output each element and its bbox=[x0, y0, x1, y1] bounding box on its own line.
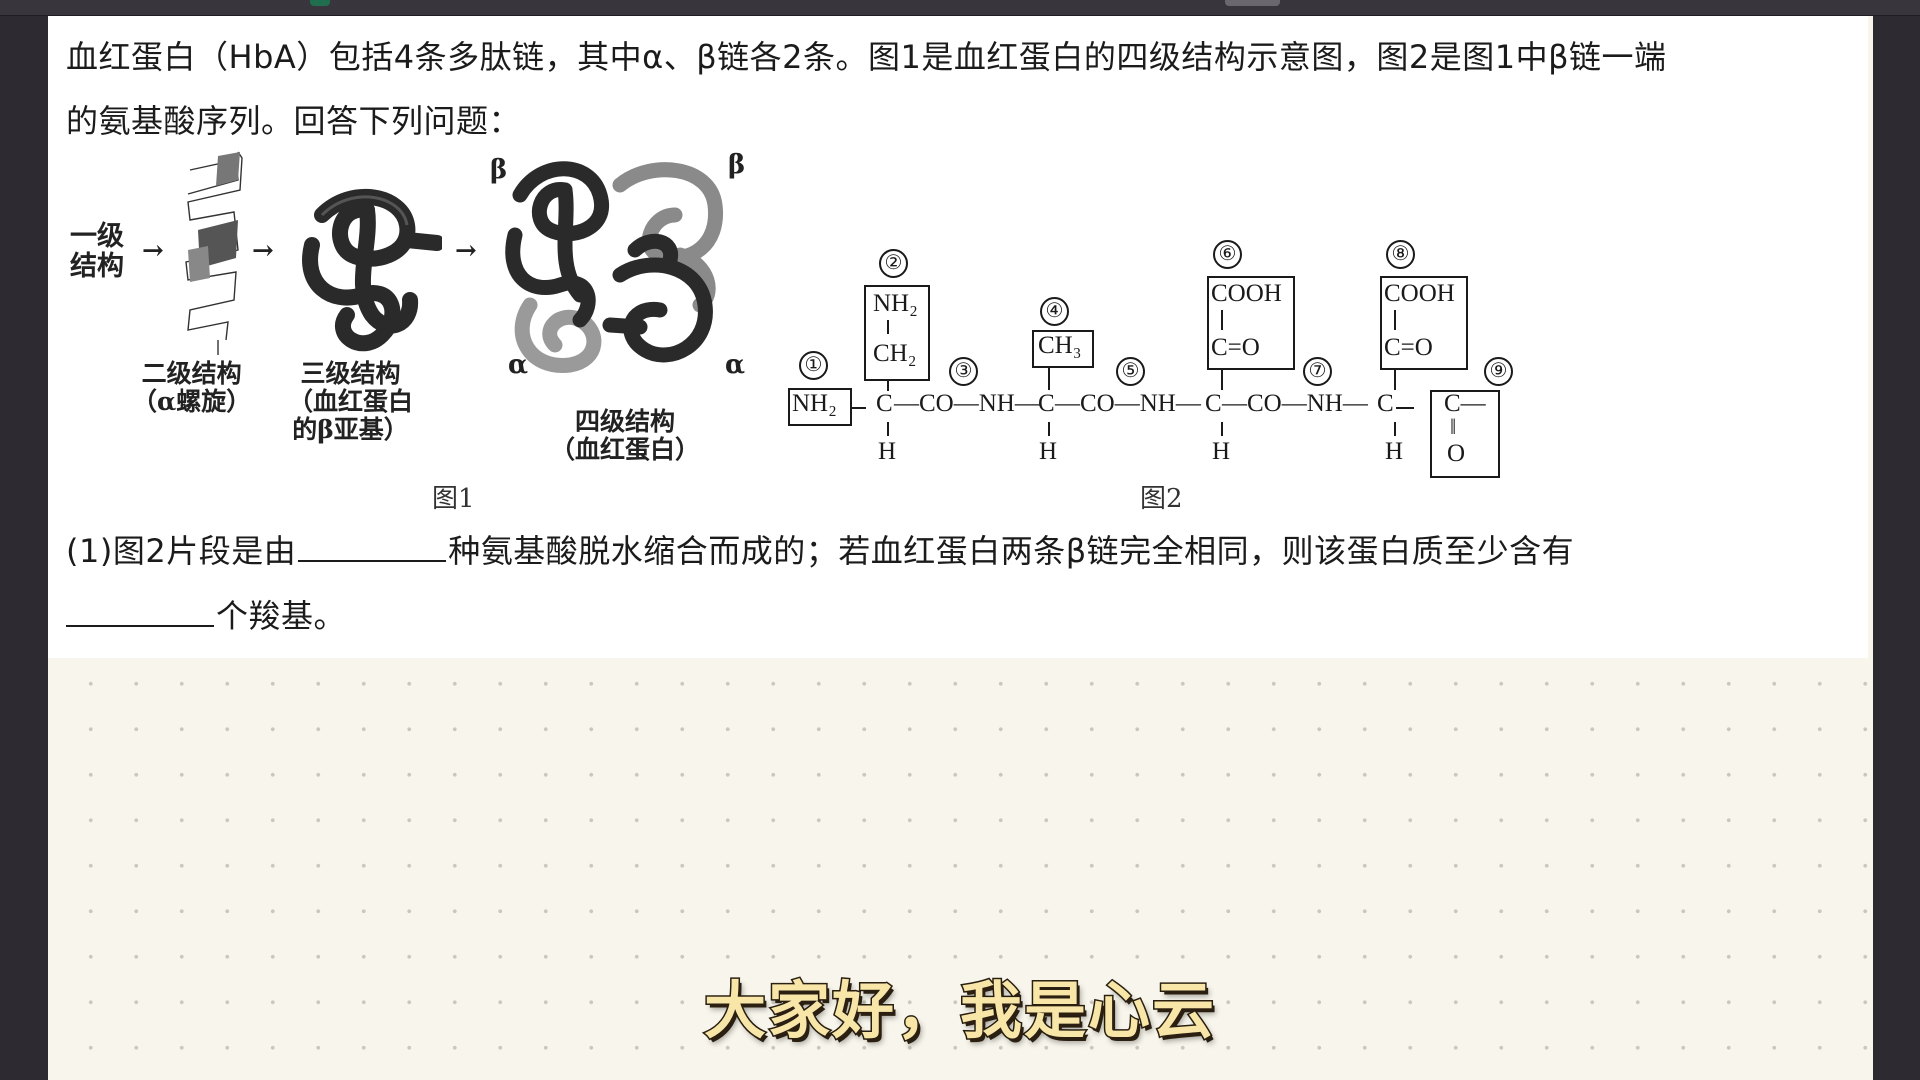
bond bbox=[1396, 407, 1414, 409]
window-top-bar bbox=[0, 0, 1920, 16]
marker-5: ⑤ bbox=[1116, 357, 1145, 386]
marker-8: ⑧ bbox=[1386, 240, 1415, 269]
video-subtitle: 大家好，我是心云 bbox=[702, 973, 1216, 1049]
marker-9: ⑨ bbox=[1484, 357, 1513, 386]
group-8-cooh: COOH bbox=[1384, 280, 1455, 307]
bond bbox=[887, 422, 889, 436]
group-4-box bbox=[1032, 330, 1094, 368]
label-secondary-structure: 二级结构（α螺旋） bbox=[132, 359, 252, 416]
group-6-box bbox=[1207, 276, 1295, 370]
marker-6: ⑥ bbox=[1213, 240, 1242, 269]
chain-label-alpha-right: α bbox=[725, 350, 746, 380]
figure-1-caption: 图1 bbox=[432, 484, 475, 514]
hydrogen-2: H bbox=[1039, 438, 1058, 465]
group-9-c: C— bbox=[1444, 390, 1486, 417]
group-1-box bbox=[788, 388, 852, 426]
bond bbox=[1221, 370, 1223, 390]
label-tertiary-structure: 三级结构（血红蛋白的β亚基） bbox=[288, 359, 414, 444]
chain-label-beta-left: β bbox=[490, 155, 508, 185]
question-1-line-1: (1)图2片段是由 种氨基酸脱水缩合而成的；若血红蛋白两条β链完全相同，则该蛋白质… bbox=[66, 526, 1574, 572]
figure-2-caption: 图2 bbox=[1140, 484, 1183, 514]
figure-2: ① NH₂ C ② NH₂ CH₂ H ③ —CO—NH— C ④ CH₃ H … bbox=[780, 230, 1520, 514]
carbon-1: C bbox=[876, 390, 893, 417]
top-bar-indicator bbox=[310, 0, 330, 6]
marker-2: ② bbox=[879, 249, 908, 278]
carbon-2: C bbox=[1038, 390, 1055, 417]
chain-label-beta-right: β bbox=[728, 150, 746, 180]
bond bbox=[1394, 370, 1396, 390]
hydrogen-1: H bbox=[878, 438, 897, 465]
answer-blank-1[interactable] bbox=[298, 530, 447, 562]
marker-4: ④ bbox=[1040, 297, 1069, 326]
chain-label-alpha-left: α bbox=[508, 350, 529, 380]
group-1-nh2: NH₂ bbox=[792, 390, 837, 417]
alpha-helix-illustration bbox=[185, 151, 243, 355]
group-2-nh2: NH₂ bbox=[873, 290, 918, 317]
label-quaternary-structure: 四级结构（血红蛋白） bbox=[550, 407, 701, 464]
group-6-co: C=O bbox=[1211, 334, 1260, 361]
bond bbox=[887, 379, 889, 391]
group-9-box bbox=[1430, 390, 1500, 478]
peptide-bond-7: —CO—NH— bbox=[1222, 390, 1368, 417]
label-primary-structure: 一级结构 bbox=[70, 221, 124, 282]
group-2-box bbox=[864, 285, 930, 381]
bond bbox=[852, 407, 866, 409]
hydrogen-3: H bbox=[1212, 438, 1231, 465]
question-1-text-a: (1)图2片段是由 bbox=[66, 532, 297, 570]
quaternary-structure-illustration bbox=[505, 161, 724, 373]
group-6-cooh: COOH bbox=[1211, 280, 1282, 307]
tertiary-structure-illustration bbox=[302, 188, 442, 352]
marker-1: ① bbox=[799, 351, 828, 380]
bond bbox=[1394, 310, 1396, 330]
bond bbox=[1394, 422, 1396, 436]
answer-blank-2[interactable] bbox=[66, 595, 214, 627]
bond bbox=[1048, 368, 1050, 390]
arrow-3: → bbox=[455, 236, 477, 266]
bond bbox=[1221, 310, 1223, 330]
bond bbox=[1048, 422, 1050, 436]
question-1-line-2: 个羧基。 bbox=[66, 591, 346, 637]
question-1-text-c: 个羧基。 bbox=[216, 597, 347, 635]
marker-7: ⑦ bbox=[1303, 357, 1332, 386]
top-bar-tab-handle[interactable] bbox=[1225, 0, 1280, 6]
bond bbox=[887, 320, 889, 334]
group-2-ch2: CH₂ bbox=[873, 340, 917, 367]
carbon-3: C bbox=[1205, 390, 1222, 417]
peptide-bond-5: —CO—NH— bbox=[1055, 390, 1201, 417]
arrow-1: → bbox=[142, 236, 164, 266]
carbon-4: C bbox=[1377, 390, 1394, 417]
peptide-bond-3: —CO—NH— bbox=[894, 390, 1040, 417]
hydrogen-4: H bbox=[1385, 438, 1404, 465]
bond bbox=[1221, 422, 1223, 436]
question-1-text-b: 种氨基酸脱水缩合而成的；若血红蛋白两条β链完全相同，则该蛋白质至少含有 bbox=[448, 532, 1575, 570]
question-intro-line-1: 血红蛋白（HbA）包括4条多肽链，其中α、β链各2条。图1是血红蛋白的四级结构示… bbox=[66, 38, 1667, 76]
question-intro-line-2: 的氨基酸序列。回答下列问题： bbox=[66, 102, 522, 140]
group-9-double-bond: ‖ bbox=[1450, 414, 1457, 439]
group-9-o: O bbox=[1447, 440, 1466, 467]
group-8-co: C=O bbox=[1384, 334, 1433, 361]
group-4-ch3: CH₃ bbox=[1038, 332, 1082, 359]
figure-1: 一级结构 → → 二级结构（α螺旋） → 三级结构（血红蛋白的β亚基） bbox=[60, 150, 780, 520]
group-8-box bbox=[1380, 276, 1468, 370]
marker-3: ③ bbox=[949, 357, 978, 386]
arrow-2: → bbox=[252, 236, 274, 266]
